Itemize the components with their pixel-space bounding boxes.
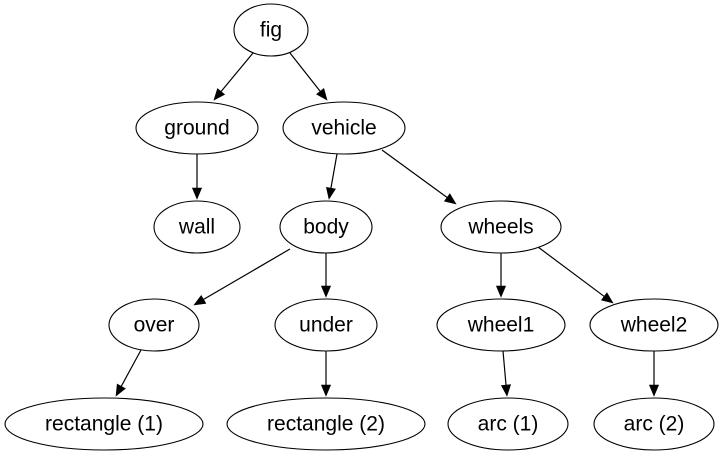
node-label: vehicle — [311, 117, 376, 140]
node-rectangle2[interactable]: rectangle (2) — [226, 397, 426, 451]
node-ellipse[interactable] — [274, 298, 378, 352]
edge-under-to-rectangle2 — [320, 351, 332, 397]
node-wheel1[interactable]: wheel1 — [436, 298, 566, 352]
edge-body-to-over — [193, 248, 291, 306]
node-label: ground — [164, 117, 229, 140]
edge-arrowhead — [115, 383, 126, 397]
edge-arrowhead — [648, 384, 660, 397]
node-fig[interactable]: fig — [233, 3, 309, 57]
edge-arrowhead — [316, 87, 328, 101]
node-wheels[interactable]: wheels — [440, 200, 562, 254]
node-arc2[interactable]: arc (2) — [593, 397, 715, 451]
edge-line — [220, 52, 254, 93]
edge-vehicle-to-body — [326, 153, 338, 200]
edge-ground-to-wall — [191, 154, 203, 200]
node-label: wheel2 — [620, 314, 688, 337]
node-label: over — [134, 314, 175, 337]
edge-fig-to-vehicle — [289, 52, 328, 101]
node-ellipse[interactable] — [4, 397, 204, 451]
edge-arrowhead — [320, 384, 332, 397]
node-vehicle[interactable]: vehicle — [282, 101, 406, 155]
edge-vehicle-to-wheels — [381, 149, 457, 205]
edge-arrowhead — [500, 384, 512, 397]
edge-wheel2-to-arc2 — [648, 351, 660, 397]
edge-arrowhead — [600, 292, 614, 304]
node-ellipse[interactable] — [589, 298, 719, 352]
node-under[interactable]: under — [274, 298, 378, 352]
node-ellipse[interactable] — [233, 3, 309, 57]
edge-wheels-to-wheel2 — [537, 246, 614, 304]
node-label: wall — [178, 216, 215, 239]
node-ellipse[interactable] — [135, 101, 259, 155]
nodes-layer: fig ground vehicle wall body wheels over under w… — [4, 3, 719, 451]
node-arc1[interactable]: arc (1) — [447, 397, 569, 451]
edge-line — [120, 349, 142, 388]
node-ellipse[interactable] — [153, 200, 241, 254]
node-label: rectangle (1) — [45, 413, 163, 436]
node-wall[interactable]: wall — [153, 200, 241, 254]
node-ellipse[interactable] — [226, 397, 426, 451]
edge-arrowhead — [443, 193, 457, 205]
node-ellipse[interactable] — [447, 397, 569, 451]
edge-wheel1-to-arc1 — [500, 350, 512, 397]
edge-over-to-rectangle1 — [115, 349, 142, 397]
node-label: wheel1 — [467, 314, 535, 337]
node-body[interactable]: body — [279, 200, 373, 254]
edge-line — [289, 52, 322, 93]
node-label: arc (1) — [478, 413, 539, 436]
edge-line — [502, 350, 507, 386]
edge-line — [202, 248, 291, 301]
edge-arrowhead — [326, 186, 336, 200]
edges-layer — [115, 52, 660, 397]
edge-line — [381, 149, 449, 199]
edge-body-to-under — [320, 253, 332, 298]
edge-arrowhead — [191, 187, 203, 200]
node-ellipse[interactable] — [436, 298, 566, 352]
node-ellipse[interactable] — [440, 200, 562, 254]
node-ellipse[interactable] — [108, 298, 200, 352]
node-label: arc (2) — [624, 413, 685, 436]
edge-wheels-to-wheel1 — [495, 253, 507, 298]
node-label: rectangle (2) — [267, 413, 385, 436]
edge-line — [537, 246, 606, 298]
node-ground[interactable]: ground — [135, 101, 259, 155]
node-label: wheels — [467, 216, 533, 239]
node-ellipse[interactable] — [279, 200, 373, 254]
node-label: body — [303, 216, 349, 239]
edge-fig-to-ground — [213, 52, 254, 101]
node-rectangle1[interactable]: rectangle (1) — [4, 397, 204, 451]
node-label: fig — [260, 19, 282, 42]
edge-arrowhead — [213, 88, 226, 101]
edge-line — [330, 153, 338, 190]
node-ellipse[interactable] — [593, 397, 715, 451]
edge-arrowhead — [495, 285, 507, 298]
node-ellipse[interactable] — [282, 101, 406, 155]
node-over[interactable]: over — [108, 298, 200, 352]
node-wheel2[interactable]: wheel2 — [589, 298, 719, 352]
edge-arrowhead — [320, 285, 332, 298]
edge-arrowhead — [193, 294, 207, 306]
node-label: under — [299, 314, 353, 337]
